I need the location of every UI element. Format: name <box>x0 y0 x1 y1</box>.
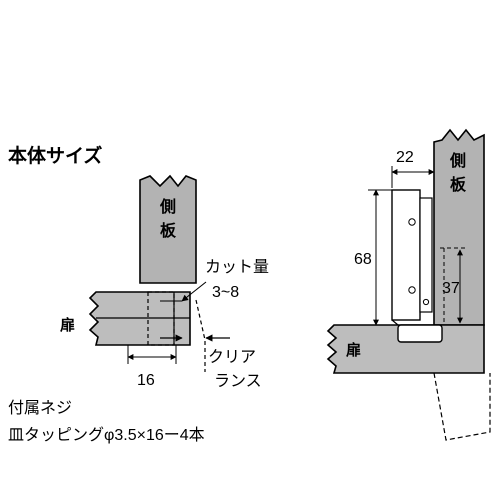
cut-range-label: 3~8 <box>212 284 239 301</box>
clearance-label-2: ランス <box>214 373 262 390</box>
right-mounting-plate <box>419 197 433 313</box>
accessory-detail: 皿タッピングφ3.5×16ー4本 <box>8 426 205 444</box>
right-door-swing-path <box>433 372 491 441</box>
dim-22-label: 22 <box>396 149 414 166</box>
dim-37-label: 37 <box>442 280 460 297</box>
right-hinge-cup <box>397 324 443 343</box>
section-title: 本体サイズ <box>8 144 102 167</box>
left-side-panel-label-2: 板 <box>160 221 177 240</box>
right-side-panel-label-1: 側 <box>449 151 466 170</box>
right-door <box>326 324 485 374</box>
left-door-label: 扉 <box>59 316 75 334</box>
dim-16-label: 16 <box>137 372 155 389</box>
right-side-panel-label-2: 板 <box>450 175 467 194</box>
cut-amount-label: カット量 <box>205 259 269 276</box>
dim-68-label: 68 <box>354 251 372 268</box>
left-side-panel-label-1: 側 <box>159 197 176 216</box>
right-hinge-arm <box>391 189 421 321</box>
left-side-panel <box>139 174 197 284</box>
left-swing-path <box>195 299 206 372</box>
cut-amount-leader <box>181 281 207 302</box>
clearance-label-1: クリア <box>208 348 256 366</box>
screw-hole-icon <box>408 286 416 294</box>
screw-hole-icon <box>422 298 430 306</box>
right-door-label: 扉 <box>345 341 361 359</box>
accessory-heading: 付属ネジ <box>8 399 72 417</box>
screw-hole-icon <box>408 218 416 226</box>
hinge-knuckle <box>391 319 399 326</box>
